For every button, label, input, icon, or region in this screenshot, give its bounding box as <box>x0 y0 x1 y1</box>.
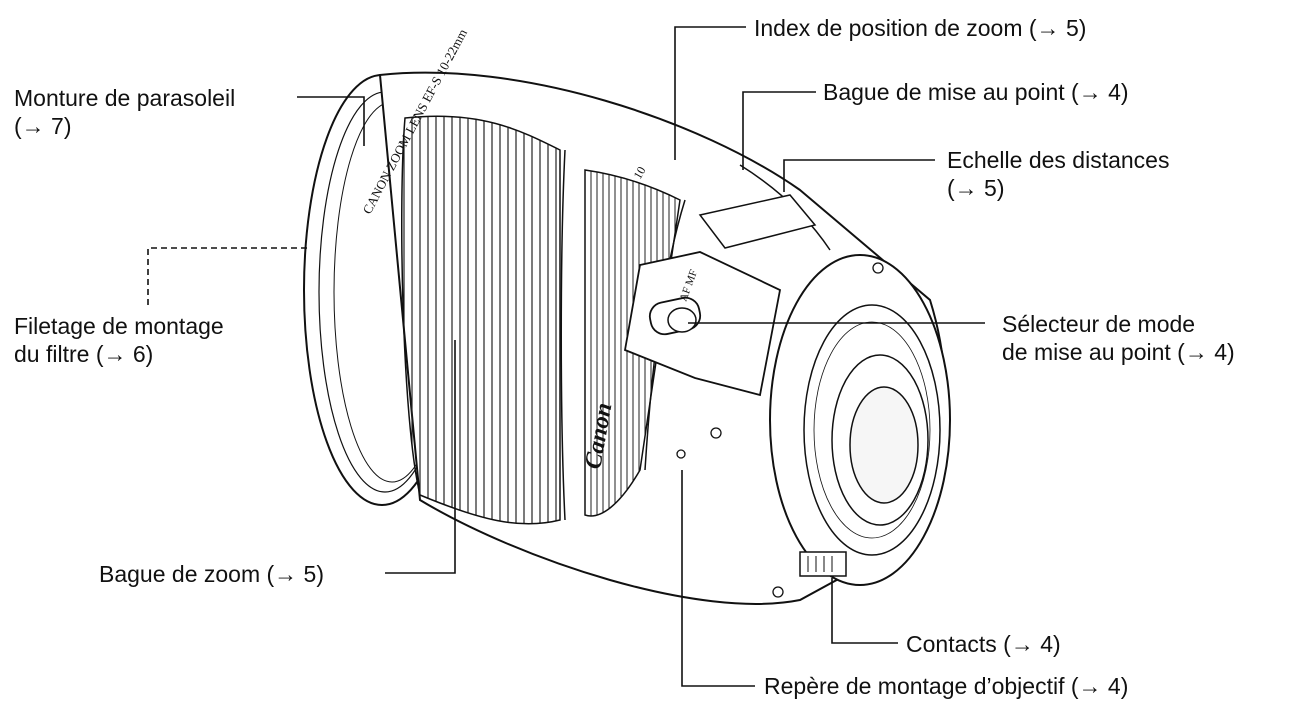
leader-filter-thread <box>147 247 307 305</box>
label-filter-thread: Filetage de montage du filtre (→ 6) <box>14 313 224 367</box>
leader-distance-scale <box>783 159 935 192</box>
leader-focus-ring <box>742 91 816 170</box>
leader-lines <box>147 26 985 687</box>
leader-zoom-ring <box>385 340 456 574</box>
label-contacts: Contacts (→ 4) <box>906 631 1061 657</box>
label-distance-scale: Echelle des distances (→ 5) <box>947 147 1170 201</box>
leader-contacts <box>831 578 898 644</box>
distance-scale-window <box>698 194 817 249</box>
label-focus-mode-switch: Sélecteur de mode de mise au point (→ 4) <box>1002 311 1235 365</box>
label-hood-mount: Monture de parasoleil (→ 7) <box>14 85 236 139</box>
label-zoom-ring: Bague de zoom (→ 5) <box>99 561 325 587</box>
leader-zoom-index <box>674 26 746 160</box>
leader-mount-index <box>681 470 755 687</box>
leader-hood-mount <box>297 96 365 146</box>
lens-rear-mount <box>676 254 951 598</box>
label-zoom-index: Index de position de zoom (→ 5) <box>754 15 1087 41</box>
label-focus-ring: Bague de mise au point (→ 4) <box>823 79 1129 105</box>
label-mount-index: Repère de montage d’objectif (→ 4) <box>764 673 1129 699</box>
